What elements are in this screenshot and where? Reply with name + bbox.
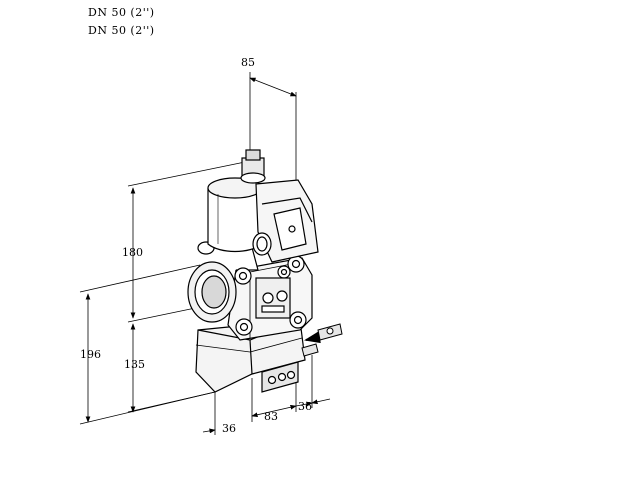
dim-top-width: 85 <box>241 56 255 69</box>
dim-height-total: 196 <box>80 348 101 361</box>
valve-body <box>187 149 319 393</box>
dim-height-upper: 180 <box>122 246 143 259</box>
dim-bottom-left: 36 <box>222 422 236 435</box>
header-line-1: DN 50 (2'') <box>88 6 155 19</box>
dimension-lines <box>79 72 331 435</box>
header-line-2: DN 50 (2'') <box>88 24 155 37</box>
pressure-fittings <box>301 323 343 357</box>
dim-bottom-right: 36 <box>298 400 312 413</box>
dim-height-lower: 135 <box>124 358 145 371</box>
dim-bottom-mid: 83 <box>264 410 278 423</box>
